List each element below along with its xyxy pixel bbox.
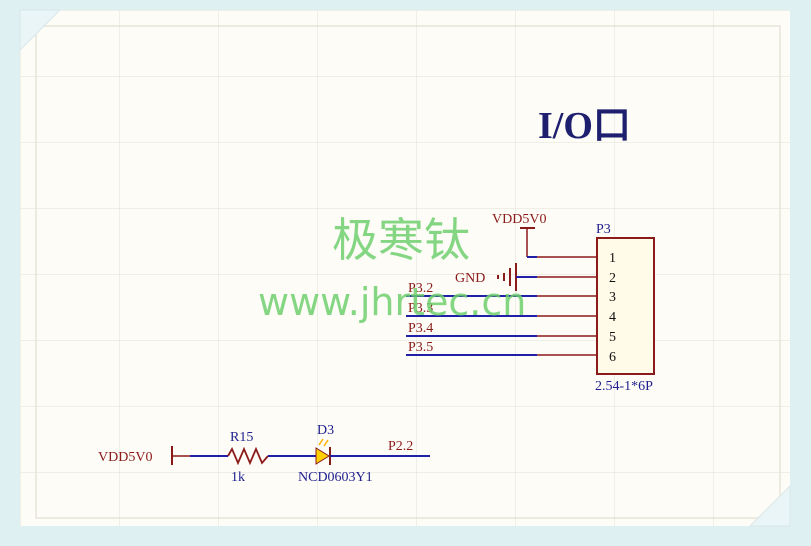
- connector-body: [596, 237, 655, 375]
- led-designator: D3: [317, 423, 334, 438]
- connector-designator: P3: [596, 222, 611, 237]
- corner-fold-top-left: [19, 9, 62, 52]
- connector-footprint: 2.54-1*6P: [595, 379, 653, 394]
- net-p32[interactable]: P3.2: [406, 281, 537, 297]
- net-p22[interactable]: P2.2: [330, 439, 430, 457]
- watermark-url: www.jhrtec.cn: [258, 280, 526, 324]
- led-triangle: [315, 447, 330, 465]
- power-port-vdd-top[interactable]: VDD5V0: [492, 212, 546, 258]
- net-label: P3.4: [408, 321, 433, 336]
- inner-border: [35, 25, 781, 519]
- net-p35[interactable]: P3.5: [406, 340, 537, 356]
- net-p33[interactable]: P3.3: [406, 301, 537, 317]
- grid-background: [20, 10, 790, 526]
- connector-pin-number: 2: [609, 271, 616, 286]
- net-label-vdd-top: VDD5V0: [492, 212, 546, 227]
- net-p34[interactable]: P3.4: [406, 321, 537, 337]
- corner-fold-bottom-right: [748, 484, 791, 527]
- led-d3[interactable]: D3 NCD0603Y1: [298, 423, 373, 485]
- connector-pin-number: 3: [609, 290, 616, 305]
- connector-pin-number: 5: [609, 330, 616, 345]
- led-part-number: NCD0603Y1: [298, 470, 373, 485]
- connector-pin-number: 4: [609, 310, 616, 325]
- connector-pin-number: 1: [609, 251, 616, 266]
- led-ray: [323, 439, 329, 447]
- connector-p3[interactable]: P3 2.54-1*6P 1 2 3 4 5 6: [537, 222, 655, 394]
- power-port-vdd-bottom[interactable]: VDD5V0: [98, 446, 190, 465]
- net-label: P3.3: [408, 301, 433, 316]
- sheet-title: I/O口: [538, 105, 631, 147]
- watermark-chinese: 极寒钛: [332, 213, 470, 267]
- led-ray: [318, 438, 324, 446]
- resistor-value: 1k: [231, 470, 245, 485]
- net-label: P3.2: [408, 281, 433, 296]
- connector-pin-number: 6: [609, 350, 616, 365]
- net-label: P2.2: [388, 439, 413, 454]
- net-label-vdd-bottom: VDD5V0: [98, 450, 152, 465]
- power-port-gnd[interactable]: GND: [455, 263, 537, 291]
- resistor-body: [227, 446, 269, 466]
- resistor-r15[interactable]: R15 1k: [227, 430, 269, 485]
- resistor-designator: R15: [230, 430, 253, 445]
- net-label-gnd: GND: [455, 271, 485, 286]
- net-label: P3.5: [408, 340, 433, 355]
